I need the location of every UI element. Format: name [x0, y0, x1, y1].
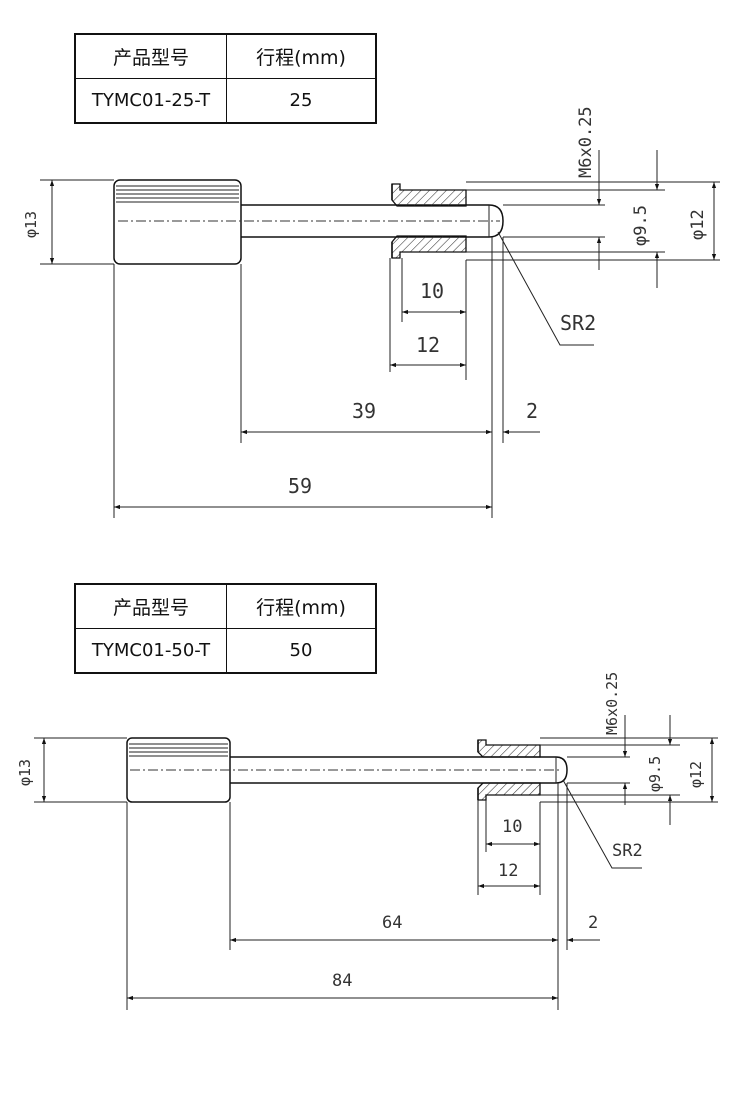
dim-nut-length: 12 [498, 861, 518, 881]
dim-body-diameter: φ13 [16, 759, 34, 786]
nut [477, 739, 541, 801]
drawing-1: φ13 M6x0.25 φ9.5 φ12 10 12 SR2 39 2 59 [22, 106, 720, 518]
knob-body [126, 737, 231, 803]
nut [391, 183, 467, 259]
dim-tip-offset: 2 [588, 913, 598, 933]
dim-thread: M6x0.25 [576, 106, 596, 178]
drawing-2: φ13 M6x0.25 φ9.5 φ12 10 12 SR2 64 2 84 [16, 672, 718, 1010]
dim-body-diameter: φ13 [22, 211, 40, 238]
dim-tip-offset: 2 [526, 399, 538, 423]
stroke-value: 25 [226, 78, 377, 124]
dim-nut-length: 12 [416, 333, 440, 357]
dim-outer-diameter: φ12 [688, 209, 708, 240]
spec-table-1: 产品型号 行程(mm) TYMC01-25-T 25 [74, 33, 377, 124]
model-value: TYMC01-25-T [74, 78, 227, 124]
dim-tip-radius: SR2 [612, 841, 643, 861]
dim-inner-length: 10 [502, 817, 522, 837]
dim-stroke-length: 64 [382, 913, 402, 933]
spec-table-2: 产品型号 行程(mm) TYMC01-50-T 50 [74, 583, 377, 674]
dim-inner-length: 10 [420, 279, 444, 303]
dim-tip-radius: SR2 [560, 311, 596, 335]
dim-bore-diameter: φ9.5 [631, 205, 651, 246]
dim-thread: M6x0.25 [603, 672, 621, 735]
dim-total-length: 59 [288, 474, 312, 498]
stroke-value: 50 [226, 628, 377, 674]
dim-total-length: 84 [332, 971, 352, 991]
dim-stroke-length: 39 [352, 399, 376, 423]
dim-outer-diameter: φ12 [687, 761, 705, 788]
knob-body [113, 179, 242, 265]
model-value: TYMC01-50-T [74, 628, 227, 674]
header-stroke: 行程(mm) [226, 583, 377, 629]
header-model: 产品型号 [74, 583, 227, 629]
header-stroke: 行程(mm) [226, 33, 377, 79]
dim-bore-diameter: φ9.5 [646, 756, 664, 792]
